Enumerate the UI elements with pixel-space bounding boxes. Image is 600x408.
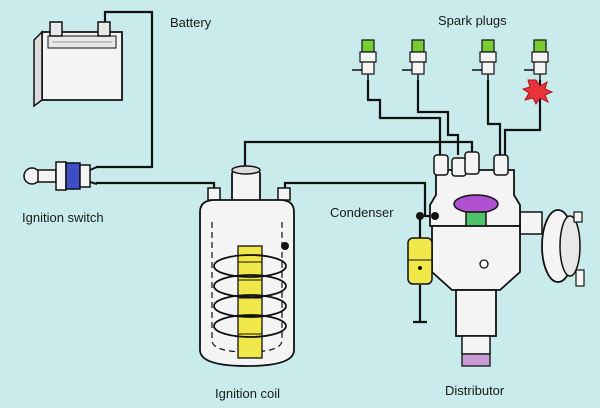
- plug-lead-4: [503, 80, 542, 155]
- spark-plug-4: [524, 39, 549, 80]
- plug-lead-1: [366, 80, 442, 155]
- plug-lead-2: [416, 80, 460, 155]
- distributor: [429, 151, 585, 367]
- vacuum-advance-unit: [519, 209, 585, 287]
- condenser: [407, 237, 433, 285]
- ignition-switch-label: Ignition switch: [22, 210, 104, 225]
- battery-to-switch-wire: [96, 10, 154, 169]
- spark-plug-2: [402, 39, 427, 80]
- spark-plug-1: [352, 39, 377, 80]
- ignition-coil-label: Ignition coil: [215, 386, 281, 401]
- battery: [33, 21, 123, 108]
- plug-lead-3: [486, 80, 502, 155]
- spark-plugs-label: Spark plugs: [438, 13, 507, 28]
- wire-junctions: [281, 212, 439, 250]
- ignition-switch: [23, 161, 98, 191]
- battery-label: Battery: [170, 15, 212, 30]
- distributor-label: Distributor: [445, 383, 505, 398]
- rotor: [453, 194, 499, 214]
- ignition-coil: [199, 165, 295, 367]
- condenser-label: Condenser: [330, 205, 394, 220]
- coil-to-points-wire: [283, 181, 435, 218]
- condenser-ground: [413, 285, 427, 324]
- coil-ht-lead: [243, 140, 474, 170]
- spark-icon: [521, 79, 554, 105]
- spark-plug-3: [472, 39, 497, 80]
- switch-to-coil-wire: [96, 181, 216, 190]
